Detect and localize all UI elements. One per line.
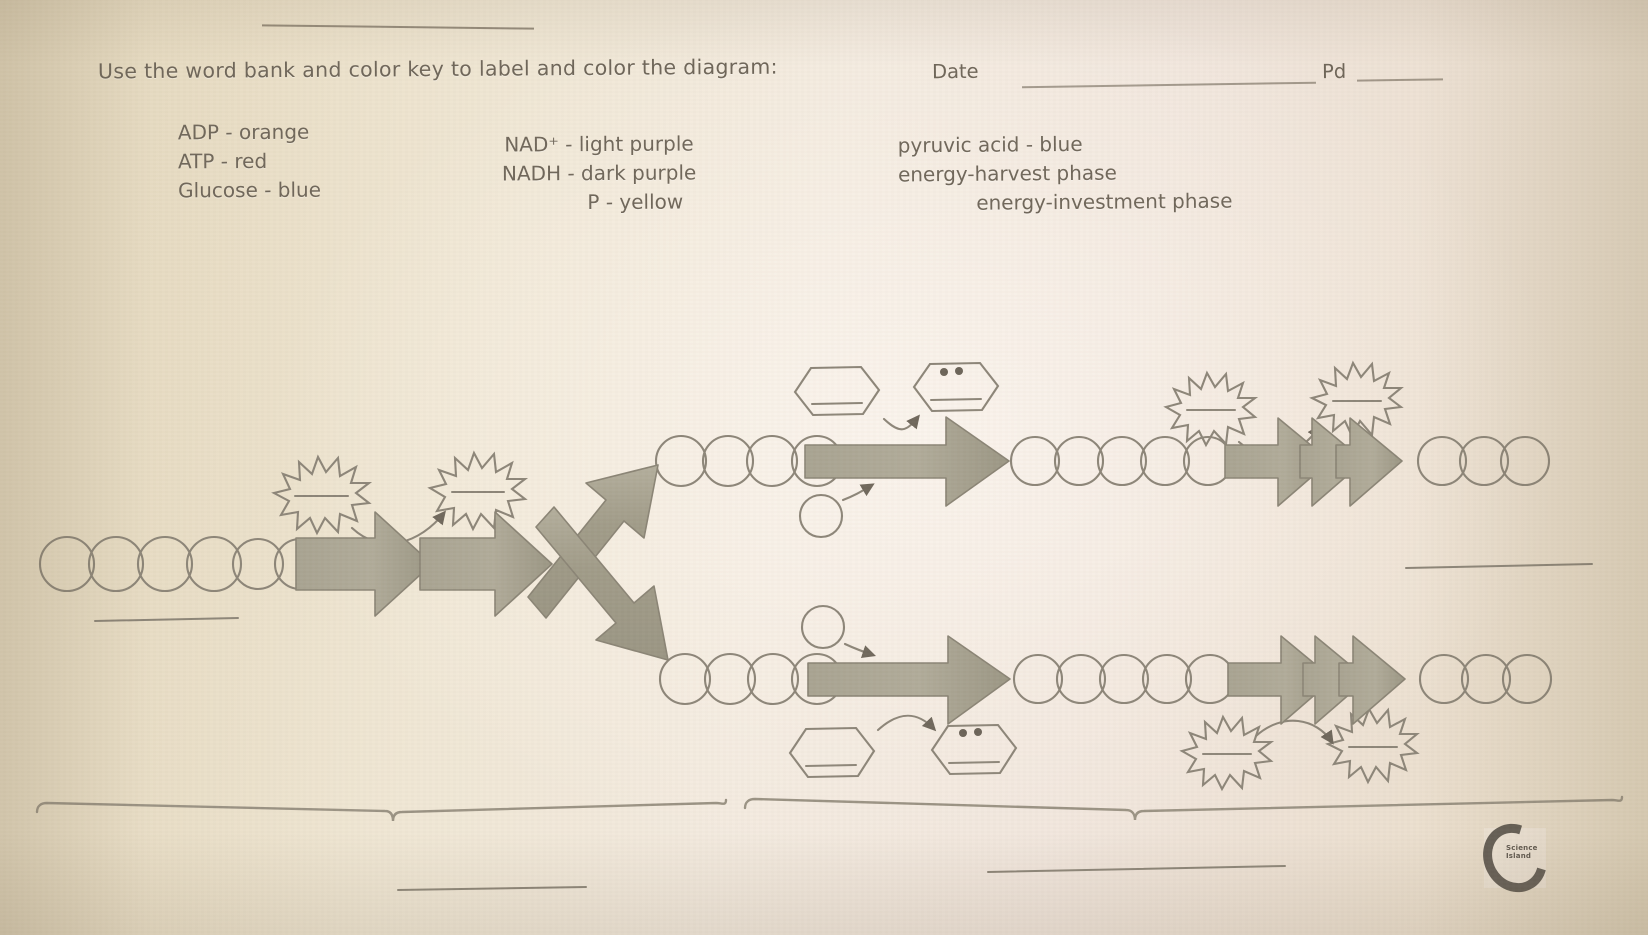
pd-label: Pd <box>1321 59 1347 84</box>
word-bank-column-1: ADP - orange ATP - red Glucose - blue <box>178 118 321 206</box>
instruction-text: Use the word bank and color key to label… <box>97 54 778 84</box>
word-bank-column-3: pyruvic acid - blue energy-harvest phase… <box>898 129 1233 219</box>
word-bank-item-nad: NAD⁺ - light purple <box>504 131 694 157</box>
date-label: Date <box>931 59 979 84</box>
publisher-logo-watermark: Science Island <box>1471 812 1559 904</box>
word-bank-item-energy-harvest-phase: energy-harvest phase <box>897 160 1117 187</box>
word-bank-item-nadh: NADH - dark purple <box>501 160 697 186</box>
word-bank-item-adp: ADP - orange <box>177 119 310 145</box>
word-bank-item-glucose: Glucose - blue <box>178 177 322 203</box>
word-bank-item-p: P - yellow <box>587 189 684 215</box>
word-bank-item-energy-investment-phase: energy-investment phase <box>976 188 1233 215</box>
word-bank-column-2: NAD⁺ - light purple NADH - dark purple P… <box>502 129 697 217</box>
word-bank-item-pyruvic-acid: pyruvic acid - blue <box>897 131 1083 158</box>
publisher-logo-text: Science Island <box>1506 844 1538 860</box>
word-bank-item-atp: ATP - red <box>177 148 268 174</box>
